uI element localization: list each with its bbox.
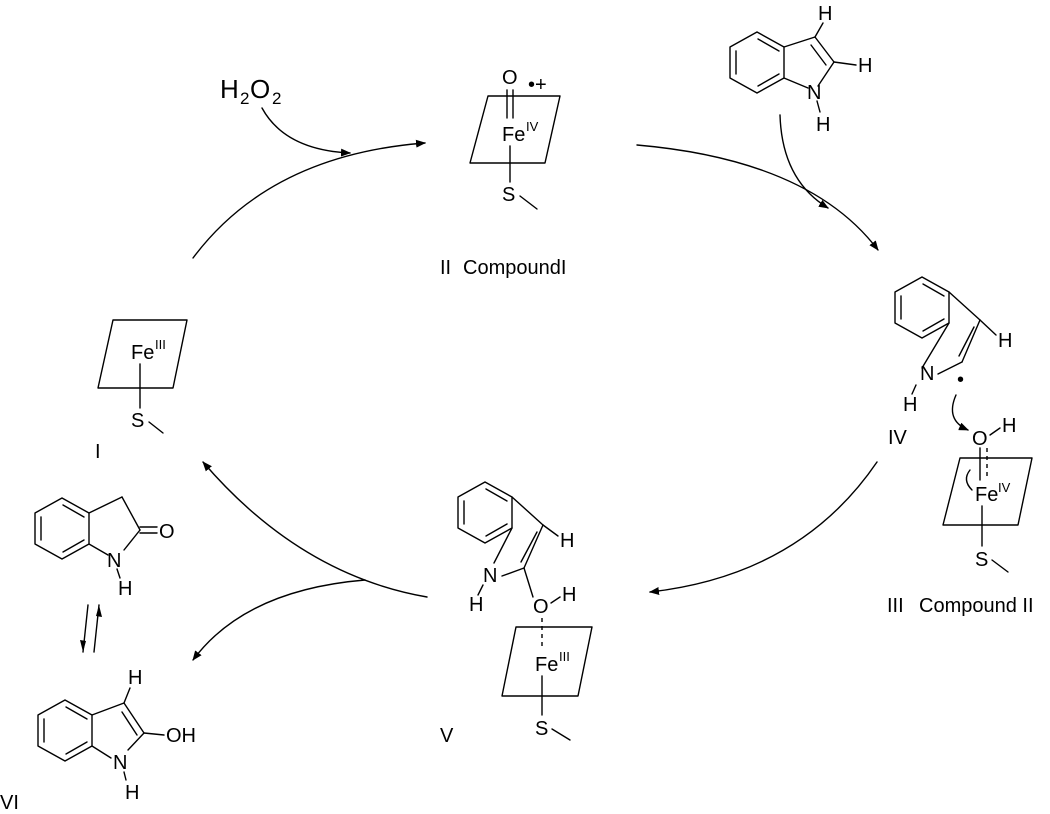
- h2o2-reagent: H 2 O 2: [220, 74, 281, 108]
- nitrogen-atom: N: [807, 82, 821, 104]
- arrow-iii-to-v: [649, 461, 878, 595]
- hydrogen-atom: H: [118, 578, 132, 600]
- carbonyl-oxygen: O: [159, 521, 175, 543]
- electron-transfer-arrow: [951, 394, 969, 431]
- iron-oxidation-state: III: [155, 337, 166, 352]
- arrow-i-to-ii: [192, 139, 426, 259]
- sulfur-atom: S: [975, 549, 988, 571]
- hydrogen-atom: H: [560, 530, 574, 552]
- label-v: V: [440, 725, 454, 747]
- nitrogen-atom: N: [113, 752, 127, 774]
- label-i: I: [95, 441, 101, 463]
- h2o2-o: O: [250, 74, 270, 104]
- sulfur-atom: S: [535, 718, 548, 740]
- hydrogen-atom: H: [469, 594, 483, 616]
- oxygen-atom: O: [533, 596, 549, 618]
- hydrogen-atom: H: [125, 782, 139, 804]
- sulfur-atom: S: [502, 184, 515, 206]
- iron-oxidation-state: IV: [998, 480, 1011, 495]
- hydrogen-atom: H: [816, 114, 830, 136]
- intermediate-v-structure: N H H O H Fe III S V: [440, 481, 593, 747]
- oxindole-structure: N H O: [34, 496, 175, 600]
- label-vi: VI: [0, 792, 19, 814]
- hydrogen-atom: H: [858, 55, 872, 77]
- nitrogen-atom: N: [483, 565, 497, 587]
- hydrogen-atom: H: [998, 330, 1012, 352]
- arrow-indole-in: [779, 114, 829, 209]
- h2o2-h: H: [220, 74, 239, 104]
- hydrogen-atom: H: [562, 584, 576, 606]
- arrow-ii-to-iii: [636, 144, 879, 251]
- indolyl-radical-structure: N H H • IV: [888, 276, 1012, 449]
- label-ii: II: [440, 257, 451, 279]
- heme-plane: [97, 319, 188, 389]
- hydroxyl-group: OH: [166, 725, 196, 747]
- iron-oxidation-state: IV: [526, 119, 539, 134]
- arrow-v-to-i: [202, 461, 428, 598]
- h2o2-subscript-2: 2: [272, 89, 281, 108]
- arrow-v-to-vi: [192, 579, 366, 661]
- curved-bond-arrow: [965, 469, 973, 491]
- label-compound-ii: Compound II: [919, 595, 1034, 617]
- compound-ii-structure: O H Fe IV S III Compound II: [887, 415, 1034, 617]
- hydroxo-oxygen: O: [972, 428, 988, 450]
- heme-plane: [942, 457, 1033, 526]
- tautomer-equilibrium-arrows: [80, 604, 102, 653]
- arrow-h2o2-in: [261, 107, 351, 157]
- hydrogen-atom: H: [128, 667, 142, 689]
- compound-i-structure: O •+ Fe IV S II CompoundI: [440, 67, 566, 279]
- indole-substrate: H H N H: [729, 3, 872, 136]
- label-iv: IV: [888, 427, 908, 449]
- sulfur-atom: S: [131, 410, 144, 432]
- hydroxyindole-structure: H OH N H VI: [0, 667, 196, 814]
- iron-oxidation-state: III: [559, 649, 570, 664]
- radical-cation-mark: •+: [528, 74, 547, 96]
- nitrogen-atom: N: [920, 363, 934, 385]
- iron-atom: Fe: [975, 484, 998, 506]
- h2o2-subscript-1: 2: [240, 89, 249, 108]
- oxo-oxygen: O: [502, 67, 518, 89]
- cycle-arrows: [192, 107, 879, 661]
- heme-plane: [501, 626, 593, 697]
- resting-state-structure: Fe III S I: [95, 319, 188, 463]
- label-iii: III: [887, 595, 904, 617]
- label-compound-i: CompoundI: [463, 257, 566, 279]
- hydrogen-atom: H: [1002, 415, 1016, 437]
- iron-atom: Fe: [131, 342, 154, 364]
- radical-dot: •: [957, 369, 964, 391]
- iron-atom: Fe: [502, 124, 525, 146]
- hydrogen-atom: H: [903, 394, 917, 416]
- iron-atom: Fe: [535, 654, 558, 676]
- nitrogen-atom: N: [107, 550, 121, 572]
- heme-plane: [469, 95, 561, 164]
- hydrogen-atom: H: [818, 3, 832, 25]
